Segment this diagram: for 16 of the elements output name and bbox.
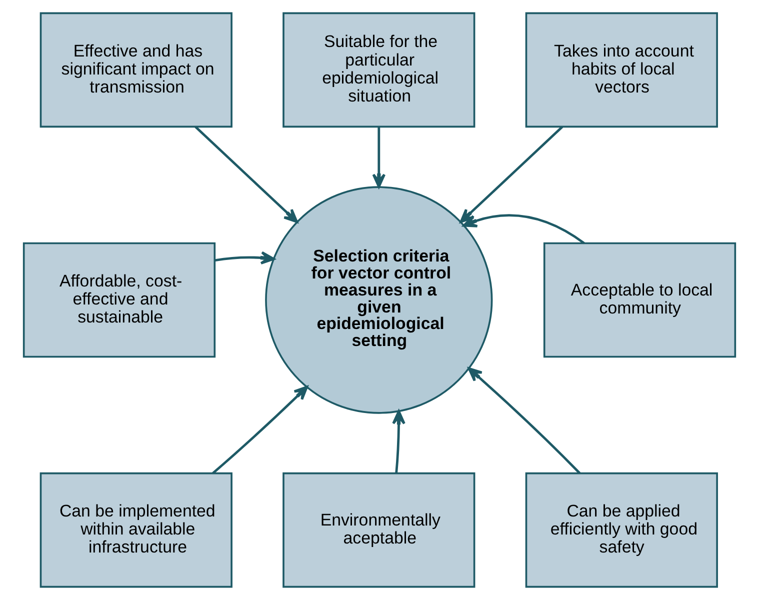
arrow — [214, 251, 274, 264]
node-box: Can be applied efficiently with good safety — [524, 472, 718, 588]
node-box: Suitable for the particular epidemiological situation — [282, 12, 475, 128]
arrow — [212, 386, 308, 474]
node-box: Affordable, cost-effective and sustainable — [22, 242, 216, 358]
node-box: Can be implemented within available infrastructure — [39, 472, 232, 588]
node-circle: Selection criteria for vector control measures in a given epidemiological setting — [264, 186, 492, 414]
arrow — [372, 126, 386, 188]
arrow — [467, 367, 580, 474]
node-box: Environmentally aceptable — [282, 472, 475, 588]
node-box: Takes into account habits of local vectors — [524, 12, 718, 128]
node-box: Effective and has significant impact on transmission — [39, 12, 232, 128]
node-box: Acceptable to local community — [542, 242, 736, 358]
arrow — [392, 410, 405, 473]
arrow — [462, 214, 584, 244]
arrow — [194, 126, 298, 223]
